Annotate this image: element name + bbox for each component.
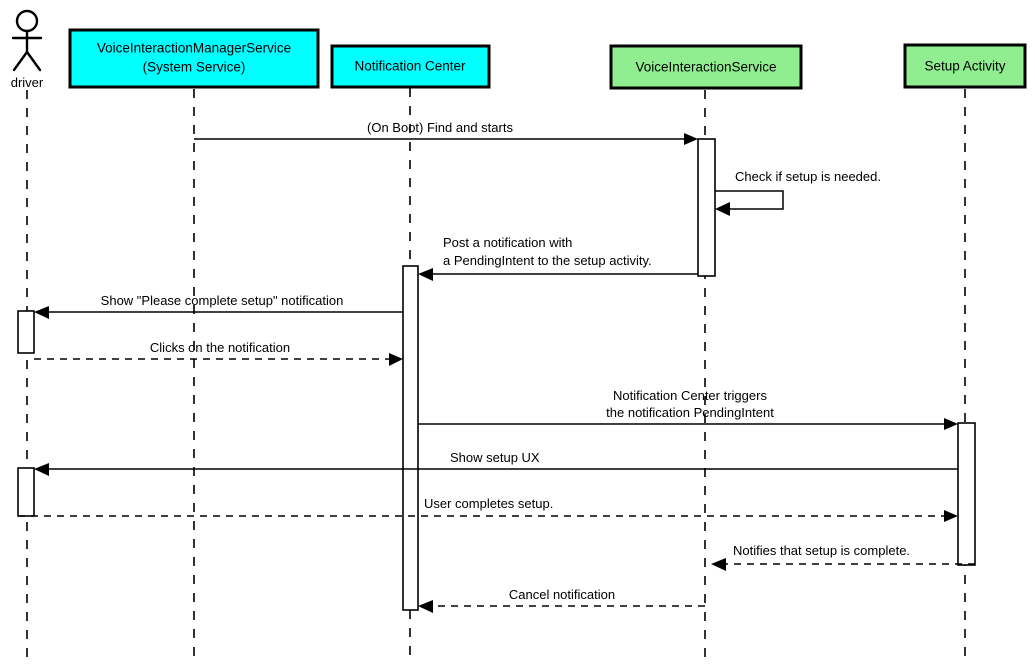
message-label-m2: Check if setup is needed.	[735, 169, 881, 184]
message-clicks-on-the-notification[interactable]: Clicks on the notification	[34, 340, 403, 366]
message-post-a-notification[interactable]: Post a notification with a PendingIntent…	[418, 235, 698, 281]
arrow-head-right-icon	[684, 133, 698, 145]
activation-driver-1	[17, 310, 35, 354]
participant-notification-center[interactable]: Notification Center	[330, 44, 491, 89]
participant-label-vims-line2: (System Service)	[143, 60, 246, 75]
message-label-m6-line2: the notification PendingIntent	[606, 405, 774, 420]
message-label-m8: User completes setup.	[424, 496, 553, 511]
participant-driver[interactable]: driver	[11, 9, 44, 90]
participant-box-vims[interactable]	[68, 28, 320, 89]
activation-bars	[17, 138, 976, 611]
activation-driver-2	[17, 467, 35, 517]
message-label-m3-line2: a PendingIntent to the setup activity.	[443, 253, 652, 268]
actor-leg-right-icon	[25, 50, 42, 72]
participant-label-setup-activity: Setup Activity	[924, 59, 1005, 74]
message-label-m5: Clicks on the notification	[150, 340, 290, 355]
message-notification-center-triggers-pendingintent[interactable]: Notification Center triggers the notific…	[418, 388, 958, 430]
actor-leg-left-icon	[12, 50, 29, 72]
message-label-m10: Cancel notification	[509, 587, 615, 602]
arrow-head-left-icon	[34, 463, 49, 476]
arrow-head-right-icon	[944, 418, 958, 430]
message-show-please-complete-setup-notification[interactable]: Show "Please complete setup" notificatio…	[34, 293, 403, 319]
participant-box-notification-center[interactable]	[330, 44, 491, 89]
participant-label-notification-center: Notification Center	[354, 59, 466, 74]
message-label-m3-line1: Post a notification with	[443, 235, 572, 250]
participant-voice-interaction-service[interactable]: VoiceInteractionService	[609, 44, 803, 90]
participant-box-voice-interaction-service[interactable]	[609, 44, 803, 90]
message-on-boot-find-and-starts[interactable]: (On Boot) Find and starts	[194, 120, 698, 145]
message-user-completes-setup[interactable]: User completes setup.	[18, 496, 958, 522]
message-label-m6-line1: Notification Center triggers	[613, 388, 767, 403]
message-self-path	[715, 190, 784, 210]
participant-setup-activity[interactable]: Setup Activity	[903, 43, 1027, 89]
arrow-head-left-icon	[715, 202, 730, 216]
participant-vims[interactable]: VoiceInteractionManagerService (System S…	[68, 28, 320, 89]
message-label-m7: Show setup UX	[450, 450, 540, 465]
participant-box-setup-activity[interactable]	[903, 43, 1027, 89]
message-show-setup-ux[interactable]: Show setup UX	[34, 450, 958, 476]
arrow-head-left-icon	[34, 306, 49, 319]
message-cancel-notification[interactable]: Cancel notification	[418, 587, 705, 613]
arrow-head-left-icon	[418, 600, 433, 613]
activation-setup-activity-1	[957, 422, 976, 566]
message-label-m4: Show "Please complete setup" notificatio…	[101, 293, 344, 308]
message-notifies-that-setup-is-complete[interactable]: Notifies that setup is complete.	[711, 543, 975, 571]
activation-notification-center-1	[402, 265, 419, 611]
participant-label-driver: driver	[11, 75, 44, 90]
actor-head-icon	[15, 9, 39, 33]
arrow-head-left-icon	[711, 558, 726, 571]
message-check-if-setup-is-needed[interactable]: Check if setup is needed.	[715, 169, 881, 216]
arrow-head-left-icon	[418, 268, 433, 281]
arrow-head-right-icon	[389, 353, 403, 366]
message-label-m1: (On Boot) Find and starts	[367, 120, 513, 135]
message-label-m9: Notifies that setup is complete.	[733, 543, 910, 558]
participant-label-voice-interaction-service: VoiceInteractionService	[635, 60, 776, 75]
participant-label-vims-line1: VoiceInteractionManagerService	[97, 41, 291, 56]
activation-voice-interaction-service-1	[697, 138, 716, 277]
arrow-head-right-icon	[944, 510, 958, 522]
